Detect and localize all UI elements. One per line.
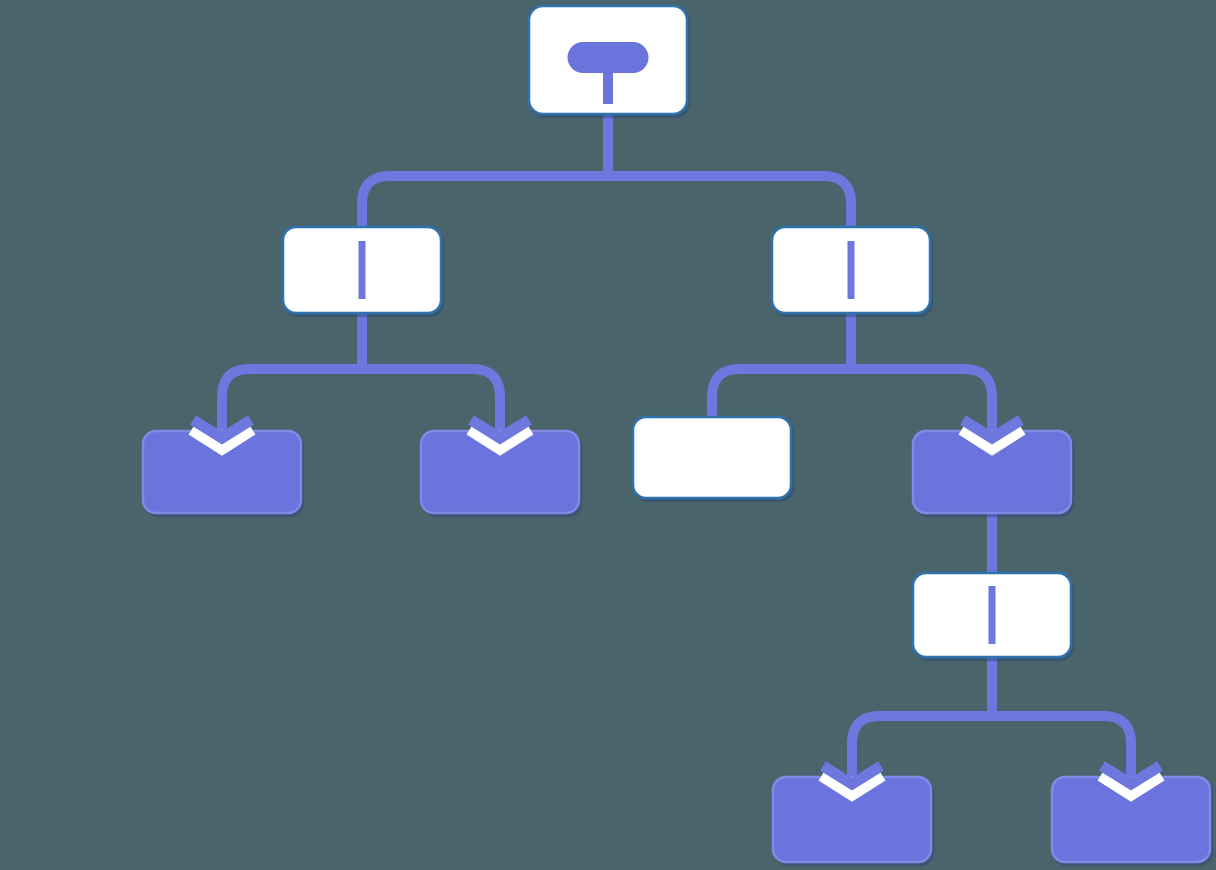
- node-leaf-bottom-left-box[interactable]: [771, 775, 933, 864]
- vertical-bar-icon: [847, 241, 855, 299]
- node-leaf-bottom-right[interactable]: [1050, 775, 1212, 864]
- root-pill-icon: [567, 42, 649, 73]
- vertical-bar-icon: [988, 586, 996, 644]
- arrow-casing-chevron: [818, 769, 886, 802]
- node-leaf-bottom-left[interactable]: [771, 775, 933, 864]
- node-branch-left[interactable]: [281, 225, 443, 315]
- node-leaf-far-left-box[interactable]: [141, 429, 303, 515]
- node-leaf-mid-left-box[interactable]: [419, 429, 581, 515]
- arrowhead-layer: [188, 415, 1165, 802]
- node-branch-lower[interactable]: [911, 571, 1073, 659]
- arrow-head-chevron: [960, 415, 1024, 445]
- arrow-casing-chevron: [1097, 769, 1165, 802]
- node-leaf-empty-box[interactable]: [631, 415, 793, 500]
- arrow-casing-chevron: [188, 423, 256, 456]
- node-leaf-mid-left[interactable]: [419, 429, 581, 515]
- double-chevron-down-icon: [958, 415, 1026, 456]
- node-leaf-far-left[interactable]: [141, 429, 303, 515]
- node-leaf-mid-right-box[interactable]: [911, 429, 1073, 515]
- node-leaf-mid-right[interactable]: [911, 429, 1073, 515]
- node-leaf-empty[interactable]: [631, 415, 793, 500]
- double-chevron-down-icon: [188, 415, 256, 456]
- connector-branch-left-fork: [217, 364, 505, 434]
- arrow-head-chevron: [468, 415, 532, 445]
- node-root[interactable]: [527, 4, 689, 116]
- connector-branch-lower-fork: [847, 711, 1136, 782]
- connector-branch-right-fork: [707, 364, 997, 434]
- connector-layer: [217, 113, 1136, 782]
- double-chevron-down-icon: [1097, 761, 1165, 802]
- vertical-bar-icon: [358, 241, 366, 299]
- double-chevron-down-icon: [818, 761, 886, 802]
- arrow-casing-chevron: [466, 423, 534, 456]
- node-layer: [141, 4, 1212, 864]
- node-leaf-bottom-right-box[interactable]: [1050, 775, 1212, 864]
- arrow-head-chevron: [820, 761, 884, 791]
- connector-root-fork: [357, 171, 856, 231]
- arrow-head-chevron: [190, 415, 254, 445]
- node-branch-right[interactable]: [770, 225, 932, 315]
- root-pill-stem-icon: [603, 70, 613, 104]
- double-chevron-down-icon: [466, 415, 534, 456]
- arrow-casing-chevron: [958, 423, 1026, 456]
- arrow-head-chevron: [1099, 761, 1163, 791]
